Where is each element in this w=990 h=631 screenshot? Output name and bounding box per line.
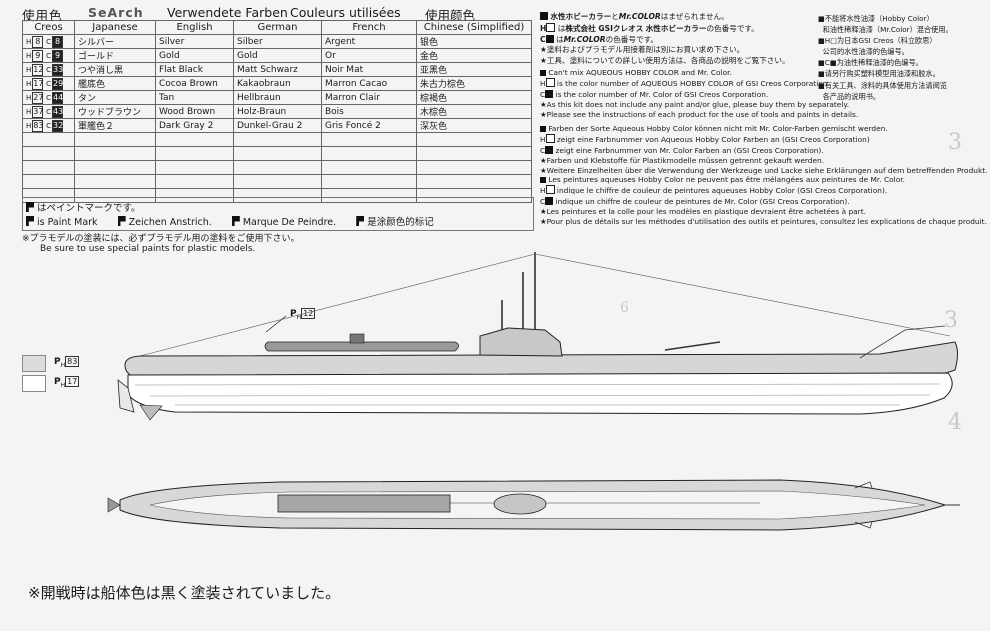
plan-hangar	[277, 494, 451, 513]
propeller	[139, 404, 163, 421]
hangar	[264, 341, 459, 352]
ghost-step-number: 3	[948, 130, 962, 155]
side-hull-lower	[127, 372, 953, 415]
paint-mark-box: はペイントマークです。 is Paint Mark Zeichen Anstri…	[22, 197, 534, 231]
paint-mark-icon	[26, 202, 34, 212]
paint-mark-icon	[231, 216, 240, 226]
ghost-step-number: 6	[620, 300, 629, 316]
ghost-step-number: 4	[948, 410, 962, 435]
plan-bow-vanes	[854, 481, 873, 529]
bow-rail	[859, 325, 946, 359]
paint-notes-jp: 水性ホビーカラーとMr.COLORはまぜられません。 H は株式会社 GSIクレ…	[540, 12, 790, 66]
paint-notes-en: Can't mix AQUEOUS HOBBY COLOR and Mr. Co…	[540, 68, 859, 120]
header-title-fr: Couleurs utilisées	[290, 5, 401, 20]
deck-gun	[664, 341, 721, 351]
paint-mark-icon	[356, 216, 365, 226]
rudder	[117, 379, 135, 413]
paint-mark-icon	[26, 216, 34, 226]
table-row	[22, 132, 532, 147]
ghost-step-number: 3	[944, 308, 958, 333]
paint-header: 使用色 SeArch Verwendete Farben Couleurs ut…	[22, 2, 552, 23]
paint-mark-jp: はペイントマークです。	[37, 203, 141, 214]
plastic-note-jp: ※プラモデルの塗装には、必ずプラモデル用の塗料をご使用下さい。	[22, 234, 300, 244]
conning-tower	[479, 327, 563, 357]
paint-mark-en: is Paint Mark	[37, 217, 98, 228]
table-row	[22, 188, 532, 203]
callout-line	[265, 315, 287, 333]
legend-swatch-gray	[22, 355, 46, 372]
paint-mark-fr: Marque De Peindre.	[242, 217, 337, 228]
bottom-note: ※開戦時は船体色は黒く塗装されていました。	[28, 584, 341, 602]
paint-notes-de: Farben der Sorte Aqueous Hobby Color kön…	[540, 124, 988, 176]
table-row	[22, 146, 532, 161]
paint-notes-fr: Les peintures aqueuses Hobby Color ne pe…	[540, 175, 987, 227]
plastic-note-en: Be sure to use special paints for plasti…	[40, 244, 256, 254]
header-title-zh: 使用颜色	[425, 8, 476, 23]
header-title-de: Verwendete Farben	[167, 5, 288, 20]
paint-mark-zh: 是涂颜色的标记	[367, 217, 434, 228]
submarine-masts	[501, 252, 536, 330]
plan-conning-tower	[493, 493, 547, 515]
paint-table: Creos Japanese English German French Chi…	[22, 20, 532, 203]
paint-mark-icon	[117, 216, 126, 226]
plan-stern	[107, 497, 121, 513]
paint-mark-de: Zeichen Anstrich.	[128, 217, 212, 228]
paint-notes-zh: ■不能将水性油漆（Hobby Color） 和油性稀释油漆（Mr.Color）混…	[818, 14, 953, 101]
header-ghost-title: SeArch	[88, 5, 144, 20]
radio-wires	[139, 253, 951, 357]
hangar-cupola	[349, 333, 365, 344]
hull-plating	[134, 383, 941, 406]
legend-swatch-white	[22, 375, 46, 392]
empty-cell	[416, 188, 532, 203]
header-jp-title: 使用色	[22, 8, 63, 23]
